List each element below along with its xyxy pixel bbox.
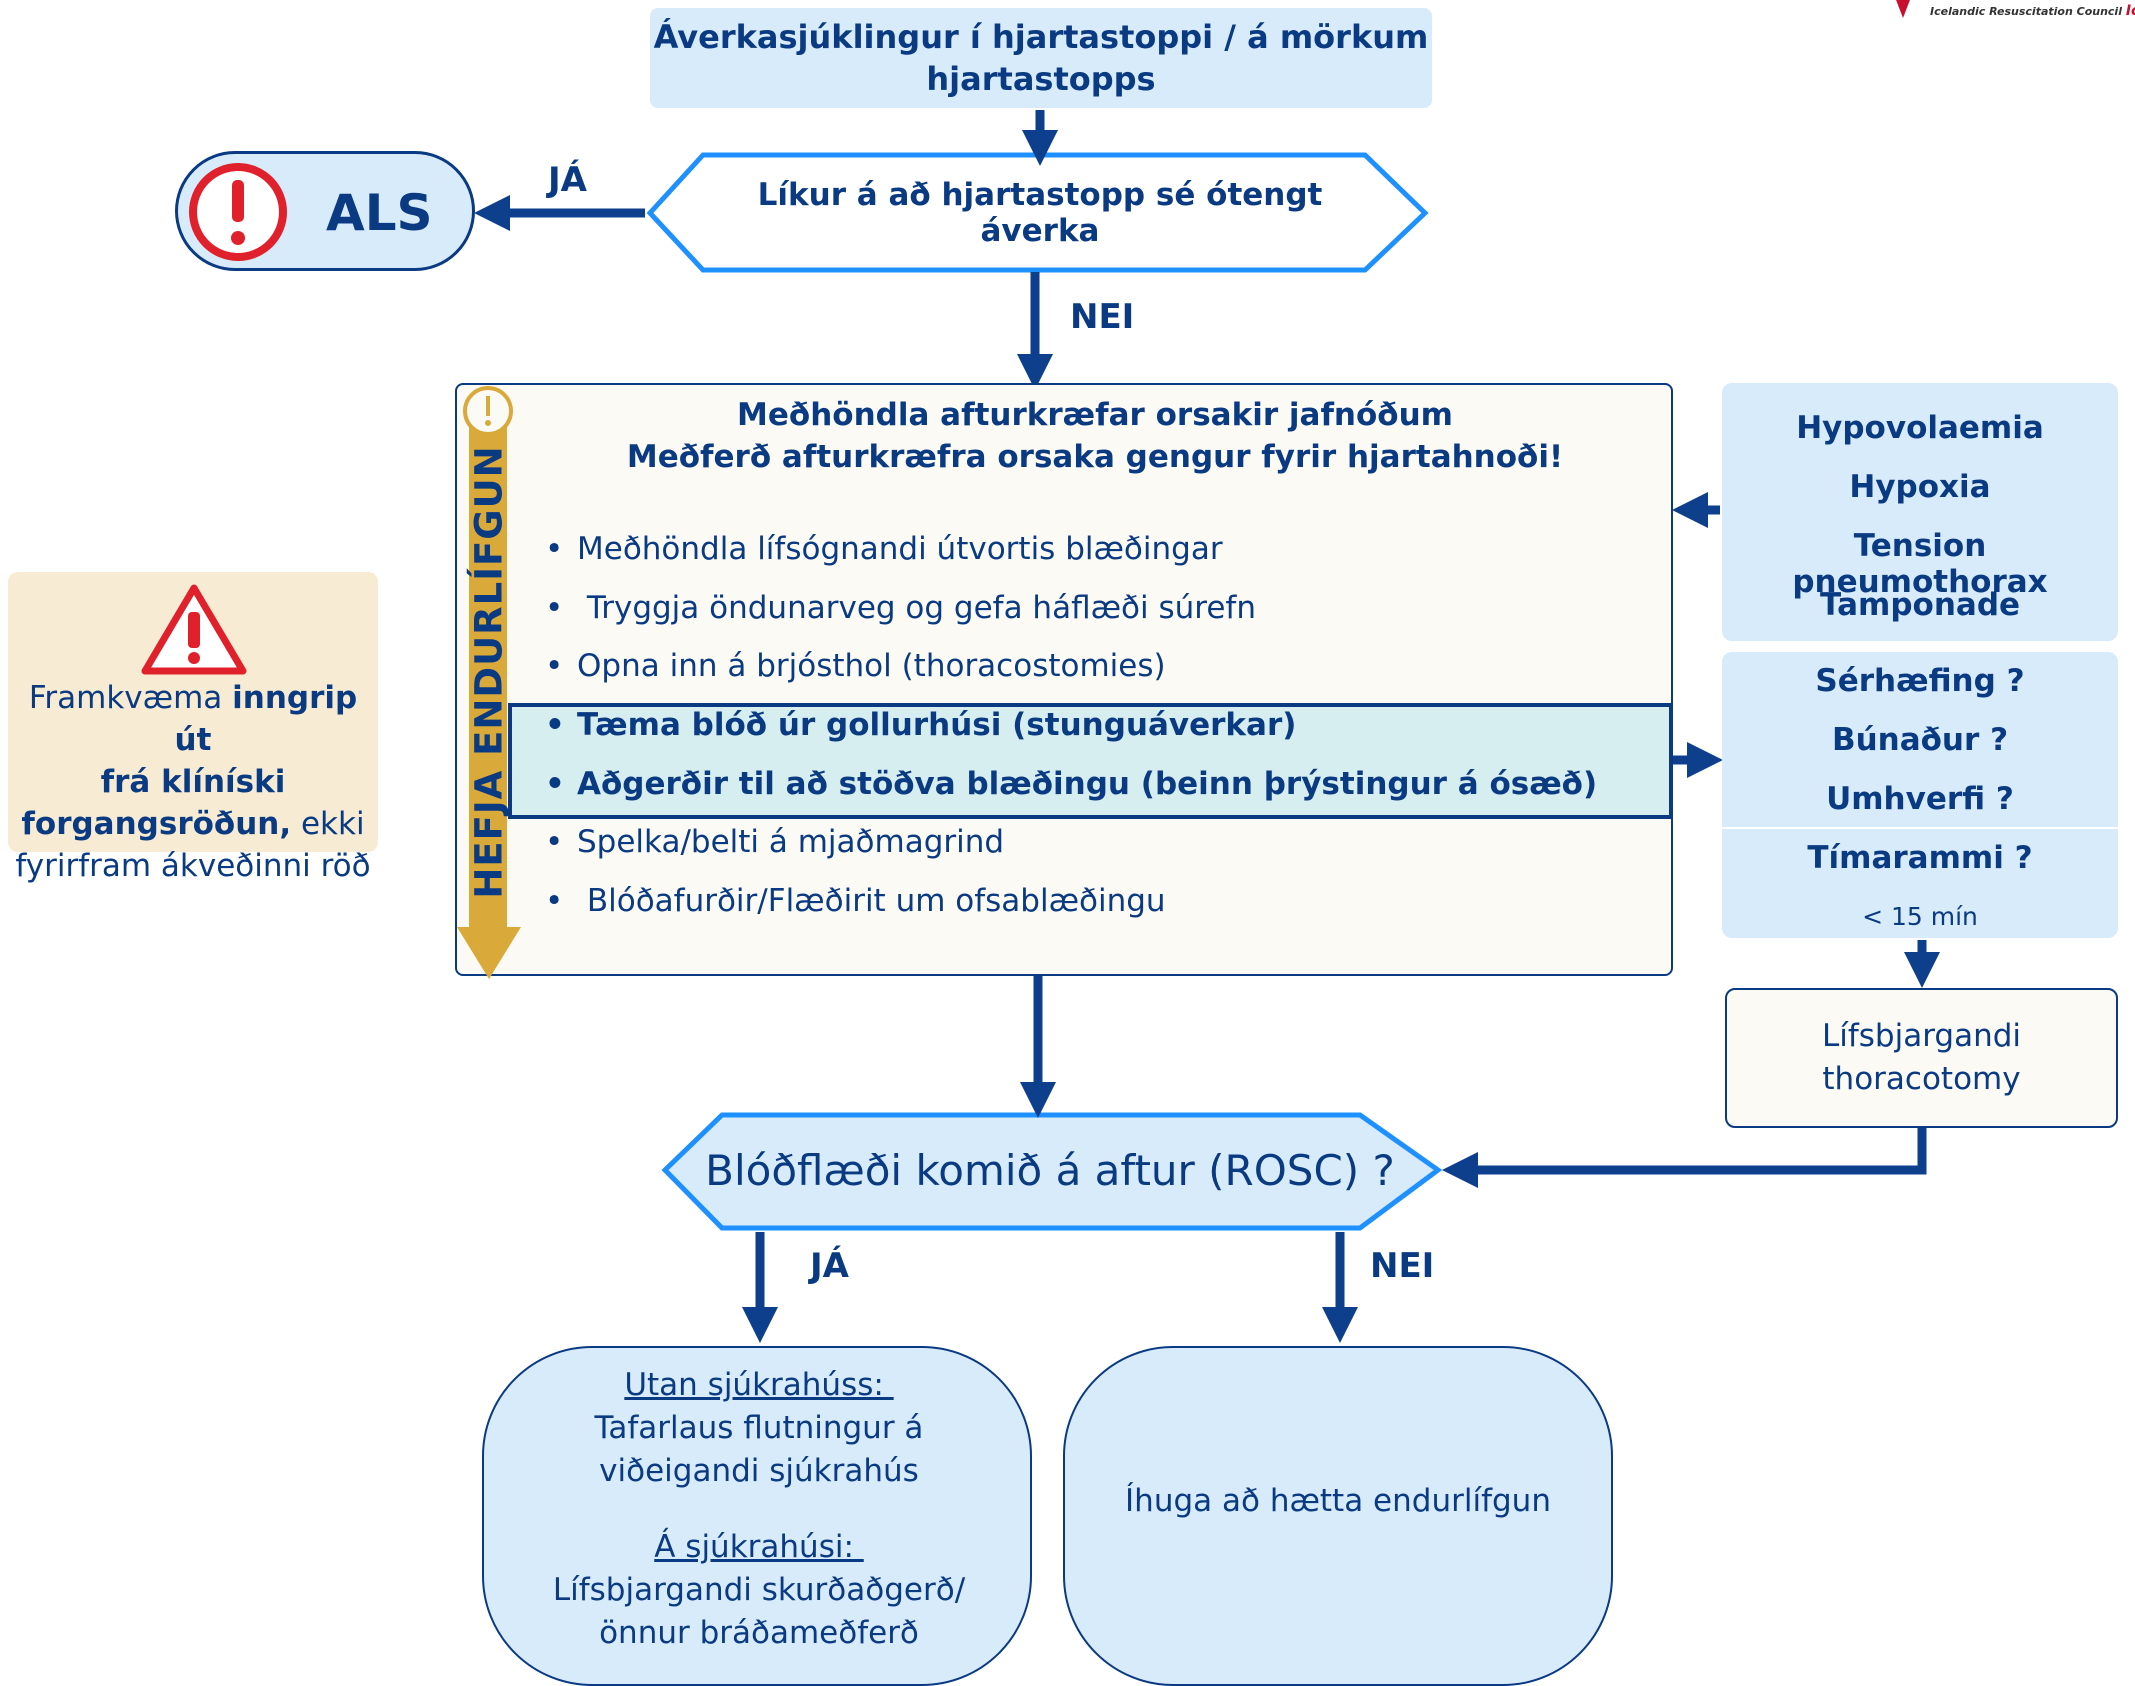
- decision1-yes-label: JÁ: [548, 160, 587, 200]
- yes-outcome-l1: Tafarlaus flutningur á: [594, 1410, 924, 1446]
- logo: Icelandic Resuscitation Council IceRC: [1890, 0, 2135, 26]
- no-outcome-box: Íhuga að hætta endurlífgun: [1063, 1346, 1613, 1686]
- decision1-text: Líkur á að hjartastopp sé ótengt áverka: [757, 177, 1323, 249]
- yes-outcome-l2: viðeigandi sjúkrahús: [599, 1453, 919, 1489]
- warning-t1: Framkvæma: [28, 680, 233, 716]
- yes-outcome-box: Utan sjúkrahúss: Tafarlaus flutningur á …: [482, 1346, 1032, 1686]
- decision2-text: Blóðflæði komið á aftur (ROSC) ?: [705, 1145, 1395, 1195]
- decision2-shape: [661, 1112, 1443, 1231]
- criteria-box: [1722, 652, 2118, 938]
- arrow-thoracotomy-to-decision2: [1442, 1128, 1927, 1188]
- no-outcome-text: Íhuga að hætta endurlífgun: [1125, 1483, 1551, 1519]
- warning-t5: ekki: [291, 806, 365, 842]
- warning-t6: fyrirfram ákveðinni röð: [15, 848, 371, 884]
- gold-down-arrow: [457, 386, 521, 979]
- warning-t3: frá klíníski: [100, 764, 286, 800]
- yes-outcome-h2: Á sjúkrahúsi:: [654, 1529, 864, 1565]
- exclamation-circle-icon: [189, 163, 287, 261]
- main-item-3: •Opna inn á brjósthol (thoracostomies): [545, 648, 1166, 684]
- main-highlight-band: [508, 703, 1673, 819]
- als-box: ALS: [175, 151, 475, 271]
- logo-mark: IceRC: [2125, 3, 2135, 19]
- yes-outcome-h1: Utan sjúkrahúss:: [624, 1367, 894, 1403]
- criteria-time-label: Tímarammi ?: [1807, 840, 2033, 876]
- warning-triangle-icon: [141, 584, 247, 675]
- main-item-1: •Meðhöndla lífsógnandi útvortis blæðinga…: [545, 531, 1223, 567]
- cause-item-1: Hypovolaemia: [1796, 410, 2044, 446]
- decision1-no-label: NEI: [1070, 297, 1135, 337]
- decision2-yes-label: JÁ: [810, 1246, 849, 1286]
- main-item-4: •Tæma blóð úr gollurhúsi (stunguáverkar): [545, 707, 1297, 743]
- top-box: Áverkasjúklingur í hjartastoppi / á mörk…: [650, 8, 1432, 108]
- warning-t2: inngrip út: [174, 680, 358, 758]
- main-title2: Meðferð afturkræfra orsaka gengur fyrir …: [626, 439, 1564, 475]
- thoracotomy-line2: thoracotomy: [1822, 1061, 2021, 1097]
- main-item-6: •Spelka/belti á mjaðmagrind: [545, 824, 1005, 860]
- als-label: ALS: [326, 184, 433, 242]
- cause-item-3: Tension pneumothorax: [1792, 528, 2048, 600]
- criteria-item-3: Umhverfi ?: [1826, 781, 2014, 817]
- yes-outcome-l4: önnur bráðameðferð: [599, 1615, 919, 1651]
- logo-heart-icon: [1896, 0, 1910, 18]
- logo-subtitle: Icelandic Resuscitation Council: [1930, 5, 2122, 18]
- warning-t4: forgangsröðun,: [21, 806, 292, 842]
- main-vertical-label: HEFJA ENDURLÍFGUN: [467, 445, 511, 899]
- warning-box: Framkvæma inngrip út frá klíníski forgan…: [8, 572, 378, 884]
- decision1-shape: [646, 152, 1429, 273]
- decision2-no-label: NEI: [1370, 1246, 1435, 1286]
- main-item-5: •Aðgerðir til að stöðva blæðingu (beinn …: [545, 766, 1598, 802]
- thoracotomy-line1: Lífsbjargandi: [1821, 1018, 2022, 1054]
- criteria-divider: [1722, 827, 2118, 829]
- main-item-2: • Tryggja öndunarveg og gefa háflæði súr…: [545, 590, 1256, 626]
- main-title1: Meðhöndla afturkræfar orsakir jafnóðum: [737, 397, 1453, 433]
- main-item-7: • Blóðafurðir/Flæðirit um ofsablæðingu: [545, 883, 1166, 919]
- criteria-time-value: < 15 mín: [1862, 902, 1978, 931]
- causes-box: [1722, 383, 2118, 641]
- cause-item-2: Hypoxia: [1849, 469, 1991, 505]
- top-box-line2: hjartastopps: [926, 60, 1156, 98]
- thoracotomy-box: Lífsbjargandi thoracotomy: [1725, 988, 2118, 1128]
- warning-text: Framkvæma inngrip út frá klíníski forgan…: [8, 677, 378, 887]
- yes-outcome-l3: Lífsbjargandi skurðaðgerð/: [552, 1572, 966, 1608]
- criteria-item-1: Sérhæfing ?: [1815, 663, 2025, 699]
- cause-item-4: Tamponade: [1819, 587, 2021, 623]
- main-box: [455, 383, 1673, 976]
- criteria-item-2: Búnaður ?: [1831, 722, 2009, 758]
- top-box-line1: Áverkasjúklingur í hjartastoppi / á mörk…: [653, 18, 1429, 56]
